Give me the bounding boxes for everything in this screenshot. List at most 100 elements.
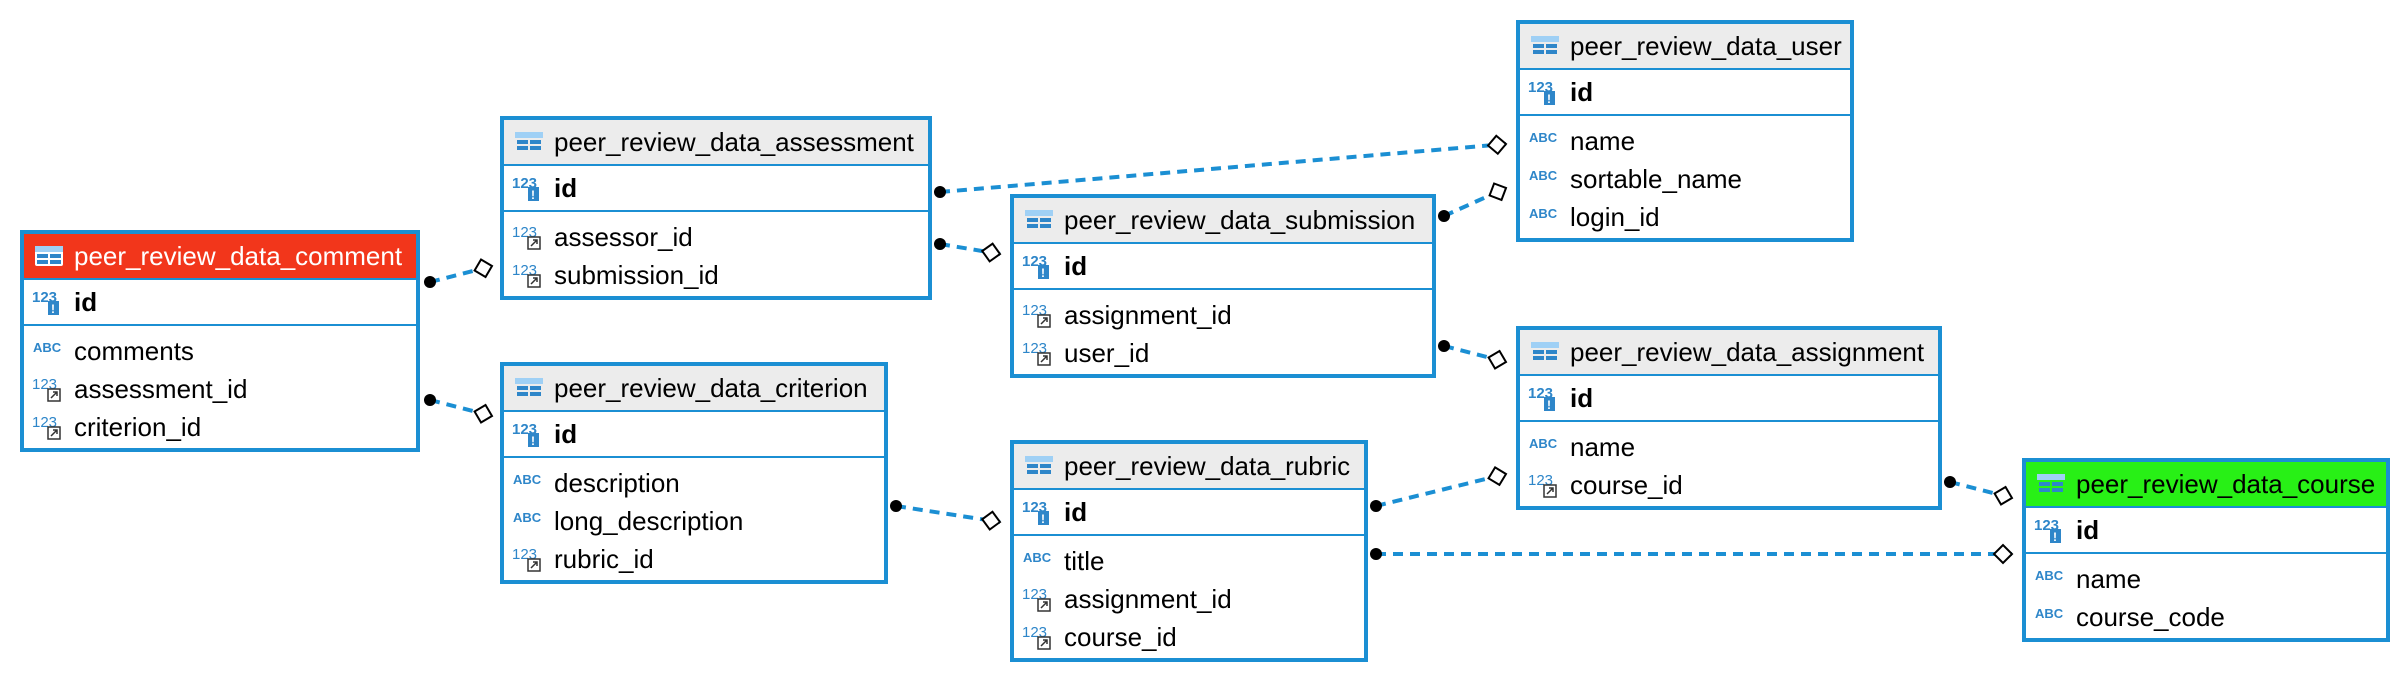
entity-header[interactable]: peer_review_data_user (1520, 24, 1850, 70)
relationship-assessment-user[interactable] (934, 134, 1508, 198)
column-row[interactable]: ABC sortable_name (1520, 160, 1850, 198)
numeric-fk-icon: 123 (512, 546, 541, 572)
primary-key-row[interactable]: 123! id (504, 166, 928, 212)
abc-icon: ABC (1529, 206, 1558, 221)
column-row[interactable]: ABC name (1520, 428, 1938, 466)
entity-peer-review-data-submission[interactable]: peer_review_data_submission 123! id 123 … (1010, 194, 1436, 378)
entity-peer-review-data-assessment[interactable]: peer_review_data_assessment 123! id 123 … (500, 116, 932, 300)
column-row[interactable]: ABC long_description (504, 502, 884, 540)
entity-peer-review-data-rubric[interactable]: peer_review_data_rubric 123! id ABC titl… (1010, 440, 1368, 662)
column-name: assessor_id (554, 221, 693, 252)
relationship-rubric-assignment[interactable] (1370, 466, 1508, 512)
table-icon (35, 246, 63, 266)
numeric-fk-icon: 123 (32, 414, 61, 440)
column-name: assignment_id (1064, 583, 1232, 614)
relationship-rubric-course[interactable] (1370, 543, 2014, 565)
relationship-target-diamond (1992, 543, 2014, 565)
column-row[interactable]: ABC login_id (1520, 198, 1850, 236)
primary-key-row[interactable]: 123! id (24, 280, 416, 326)
entity-header[interactable]: peer_review_data_assignment (1520, 330, 1938, 376)
column-row[interactable]: ABC name (1520, 122, 1850, 160)
numeric-fk-icon: 123 (512, 262, 541, 288)
column-name: assignment_id (1064, 299, 1232, 330)
column-row[interactable]: 123 rubric_id (504, 540, 884, 578)
column-row[interactable]: ABC title (1014, 542, 1364, 580)
relationship-assessment-submission[interactable] (934, 238, 1002, 263)
entity-title: peer_review_data_course (2076, 468, 2376, 499)
abc-icon: ABC (2035, 568, 2064, 583)
entity-header[interactable]: peer_review_data_course (2026, 462, 2386, 508)
column-name: id (74, 286, 98, 317)
relationship-criterion-rubric[interactable] (890, 500, 1002, 531)
column-row[interactable]: 123 course_id (1520, 466, 1938, 504)
entity-header[interactable]: peer_review_data_criterion (504, 366, 884, 412)
entity-peer-review-data-criterion[interactable]: peer_review_data_criterion 123! id ABC d… (500, 362, 888, 584)
column-row[interactable]: ABC description (504, 464, 884, 502)
column-name: id (1064, 496, 1088, 527)
column-name: sortable_name (1570, 163, 1742, 194)
relationship-comment-criterion[interactable] (424, 394, 494, 424)
entity-peer-review-data-course[interactable]: peer_review_data_course 123! id ABC name… (2022, 458, 2390, 642)
column-name: criterion_id (74, 411, 202, 442)
primary-key-row[interactable]: 123! id (1520, 376, 1938, 422)
relationship-target-diamond (1487, 349, 1508, 370)
numeric-fk-icon: 123 (1022, 586, 1051, 612)
relationship-source-dot (424, 394, 436, 406)
entity-peer-review-data-user[interactable]: peer_review_data_user 123! id ABC name A… (1516, 20, 1854, 242)
svg-text:!: ! (51, 302, 55, 316)
column-name: id (554, 172, 578, 203)
relationship-submission-assignment[interactable] (1438, 340, 1508, 370)
entity-title: peer_review_data_comment (74, 240, 403, 271)
column-row[interactable]: 123 criterion_id (24, 408, 416, 446)
svg-text:ABC: ABC (1529, 436, 1558, 451)
svg-text:!: ! (1041, 266, 1045, 280)
numeric-key-icon: 123! (1022, 253, 1049, 280)
relationship-submission-user[interactable] (1438, 182, 1508, 222)
column-name: rubric_id (554, 543, 654, 574)
relationship-comment-assessment[interactable] (424, 258, 494, 288)
column-name: name (2076, 563, 2142, 594)
relationship-target-diamond (473, 403, 494, 424)
column-row[interactable]: ABC course_code (2026, 598, 2386, 636)
column-row[interactable]: 123 submission_id (504, 256, 928, 294)
column-row[interactable]: 123 assessor_id (504, 218, 928, 256)
relationship-source-dot (1944, 476, 1956, 488)
entity-header[interactable]: peer_review_data_assessment (504, 120, 928, 166)
column-name: course_id (1064, 621, 1177, 652)
relationship-assignment-course[interactable] (1944, 476, 2014, 506)
entity-peer-review-data-comment[interactable]: peer_review_data_comment 123! id ABC com… (20, 230, 420, 452)
primary-key-row[interactable]: 123! id (2026, 508, 2386, 554)
abc-icon: ABC (513, 510, 542, 525)
column-name: id (1570, 76, 1594, 107)
column-name: id (554, 418, 578, 449)
numeric-fk-icon: 123 (512, 224, 541, 250)
column-name: login_id (1570, 201, 1660, 232)
svg-text:!: ! (1547, 92, 1551, 106)
column-row[interactable]: ABC comments (24, 332, 416, 370)
primary-key-row[interactable]: 123! id (1014, 490, 1364, 536)
numeric-key-icon: 123! (2034, 517, 2061, 544)
svg-text:!: ! (1547, 398, 1551, 412)
primary-key-row[interactable]: 123! id (1014, 244, 1432, 290)
entity-header[interactable]: peer_review_data_rubric (1014, 444, 1364, 490)
numeric-fk-icon: 123 (1528, 472, 1557, 498)
column-row[interactable]: 123 course_id (1014, 618, 1364, 656)
column-row[interactable]: 123 assignment_id (1014, 296, 1432, 334)
relationship-target-diamond (980, 242, 1002, 263)
entity-header[interactable]: peer_review_data_comment (24, 234, 416, 280)
numeric-key-icon: 123! (512, 421, 539, 448)
entity-peer-review-data-assignment[interactable]: peer_review_data_assignment 123! id ABC … (1516, 326, 1942, 510)
table-icon (515, 132, 543, 150)
entity-header[interactable]: peer_review_data_submission (1014, 198, 1432, 244)
relationship-target-diamond (1488, 182, 1508, 202)
column-row[interactable]: ABC name (2026, 560, 2386, 598)
primary-key-row[interactable]: 123! id (1520, 70, 1850, 116)
column-row[interactable]: 123 assessment_id (24, 370, 416, 408)
relationship-source-dot (1438, 340, 1450, 352)
table-icon (1025, 456, 1053, 474)
column-name: title (1064, 545, 1105, 576)
numeric-key-icon: 123! (1528, 385, 1555, 412)
column-row[interactable]: 123 assignment_id (1014, 580, 1364, 618)
column-row[interactable]: 123 user_id (1014, 334, 1432, 372)
primary-key-row[interactable]: 123! id (504, 412, 884, 458)
